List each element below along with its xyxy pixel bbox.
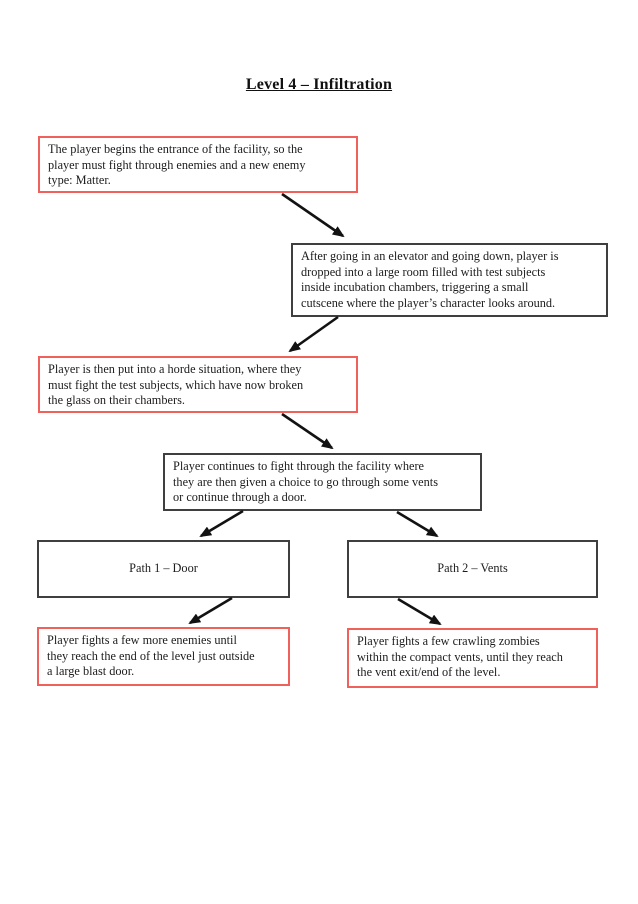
arrow-elevator-to-horde xyxy=(288,315,339,353)
flow-box-elevator-text: After going in an elevator and going dow… xyxy=(301,249,559,310)
flow-box-path1-label: Path 1 – Door xyxy=(129,561,198,576)
flow-box-horde: Player is then put into a horde situatio… xyxy=(38,356,358,413)
flow-box-path2-label: Path 2 – Vents xyxy=(437,561,508,576)
arrow-path1-to-door-end xyxy=(188,596,233,625)
flow-box-choice: Player continues to fight through the fa… xyxy=(163,453,482,511)
arrow-horde-to-choice xyxy=(281,412,334,450)
page-title: Level 4 – Infiltration xyxy=(245,76,393,93)
flow-box-elevator: After going in an elevator and going dow… xyxy=(291,243,608,317)
flow-box-path2: Path 2 – Vents xyxy=(347,540,598,598)
flow-box-intro-text: The player begins the entrance of the fa… xyxy=(48,142,306,188)
arrow-path2-to-vents-end xyxy=(397,597,442,626)
flow-box-vents-end-text: Player fights a few crawling zombies wit… xyxy=(357,634,563,680)
arrow-choice-to-path1 xyxy=(199,509,244,538)
flow-box-vents-end: Player fights a few crawling zombies wit… xyxy=(347,628,598,688)
flow-box-horde-text: Player is then put into a horde situatio… xyxy=(48,362,304,408)
arrow-choice-to-path2 xyxy=(396,510,439,538)
flow-box-choice-text: Player continues to fight through the fa… xyxy=(173,459,438,505)
flow-box-path1: Path 1 – Door xyxy=(37,540,290,598)
flow-box-door-end-text: Player fights a few more enemies until t… xyxy=(47,633,255,679)
arrow-intro-to-elevator xyxy=(281,192,345,238)
flow-box-door-end: Player fights a few more enemies until t… xyxy=(37,627,290,686)
flow-box-intro: The player begins the entrance of the fa… xyxy=(38,136,358,193)
